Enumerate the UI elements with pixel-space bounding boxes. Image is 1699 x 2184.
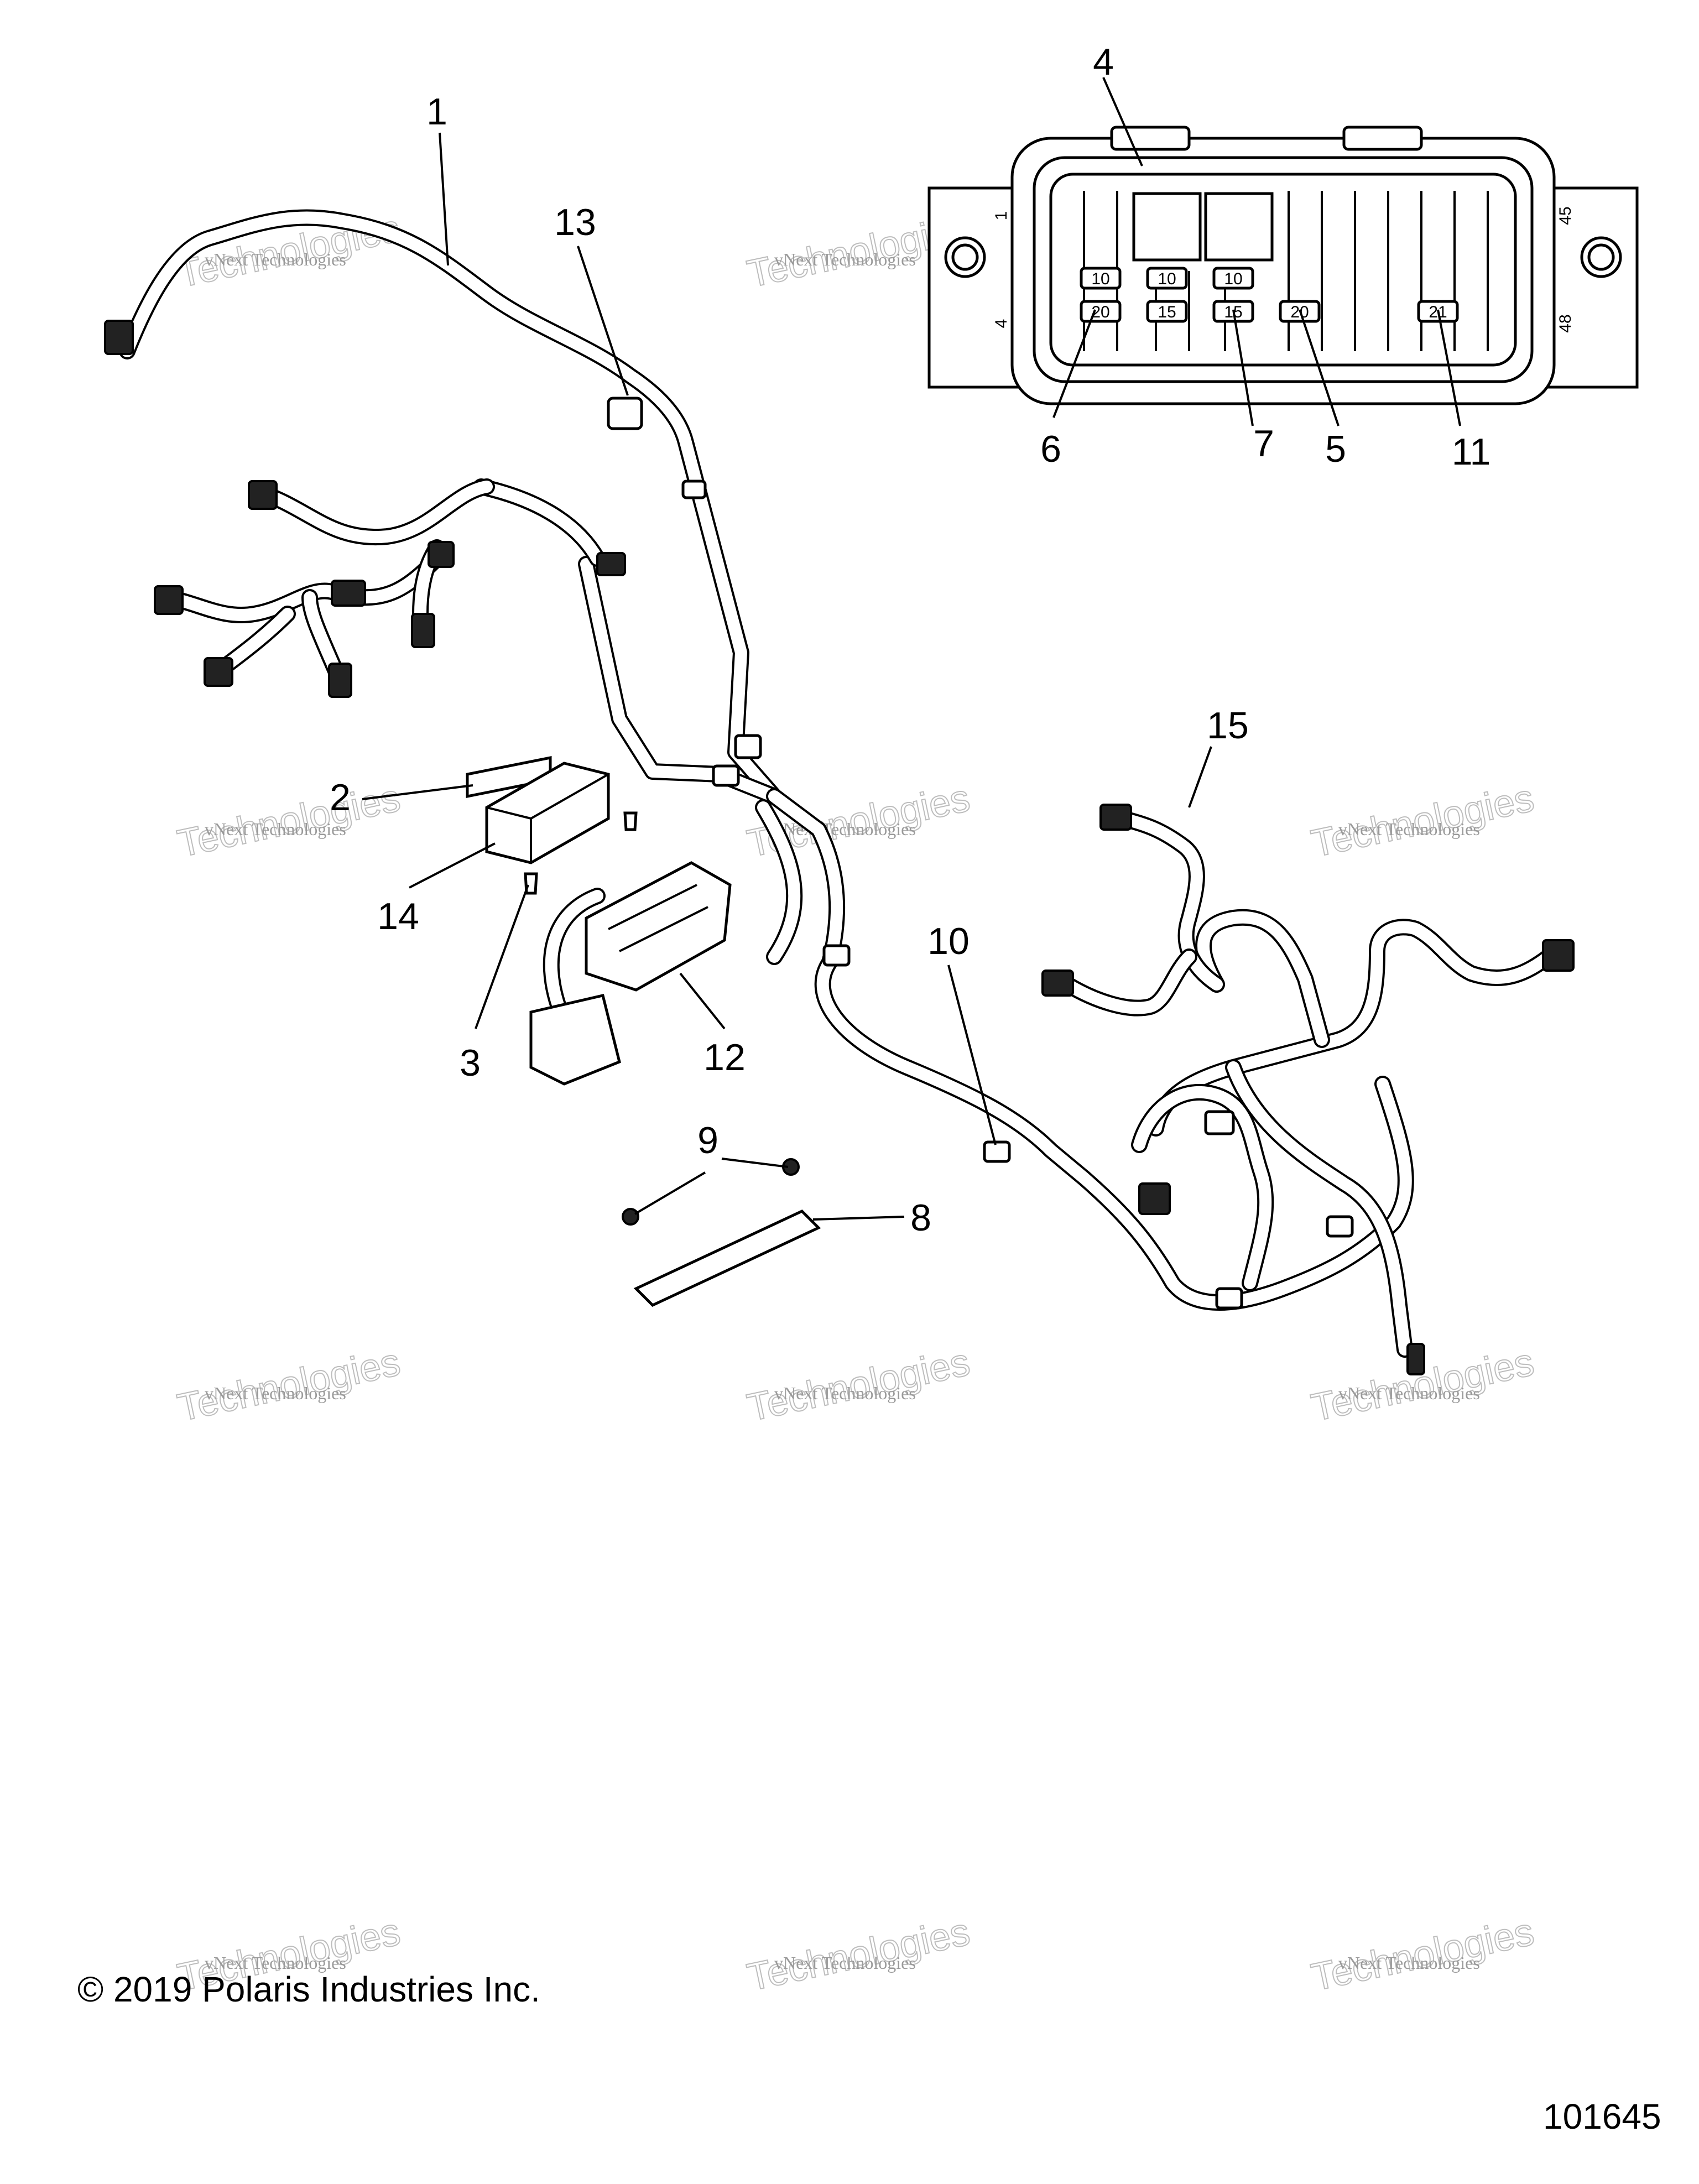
harness-clip [681, 479, 707, 499]
harness-clip-13 [607, 397, 643, 430]
connector [1406, 1343, 1425, 1375]
callout-5: 5 [1325, 428, 1346, 470]
push-pin [622, 1208, 639, 1226]
callout-7: 7 [1253, 423, 1274, 465]
watermark: Technologies vNext Technologies [173, 775, 404, 866]
rear-harness [755, 788, 1575, 1375]
fuse-row-bottom: 20 15 15 20 21 [1080, 300, 1459, 323]
watermark-text: vNext Technologies [774, 249, 916, 269]
ecu-connector [529, 994, 621, 1086]
fuse-rating: 10 [1158, 270, 1176, 288]
fuse-rating: 10 [1224, 270, 1242, 288]
watermark: Technologies vNext Technologies [173, 1339, 404, 1430]
callout-9: 9 [697, 1119, 718, 1161]
fuse-rating: 15 [1158, 303, 1176, 321]
watermark-text: vNext Technologies [1338, 1953, 1480, 1973]
fuse [1146, 300, 1188, 323]
connector [331, 580, 366, 607]
figure-number: 101645 [1543, 2097, 1661, 2136]
latch-left [1110, 126, 1191, 151]
callout-6: 6 [1040, 428, 1061, 470]
connector [1099, 804, 1132, 831]
watermark-text: vNext Technologies [205, 819, 346, 839]
pin-number: 1 [992, 211, 1010, 221]
watermark-text: vNext Technologies [1338, 819, 1480, 839]
connector [104, 320, 134, 355]
mount-hole-right-inner [1587, 243, 1615, 271]
connector [154, 585, 184, 615]
watermark-text: vNext Technologies [774, 1383, 916, 1403]
control-module [485, 762, 610, 864]
harness-clip [1215, 1287, 1243, 1310]
watermark-text: vNext Technologies [774, 1953, 916, 1973]
watermark: Technologies vNext Technologies [1307, 775, 1538, 866]
ecu-bracket [529, 861, 732, 1086]
connector [1041, 969, 1074, 997]
watermark-text: vNext Technologies [1338, 1383, 1480, 1403]
harness-clip [734, 734, 762, 759]
main-harness [104, 209, 783, 805]
harness-clip [712, 764, 740, 787]
callouts: 1 2 3 4 5 6 7 8 9 10 11 12 13 14 15 [330, 41, 1490, 1239]
connector [248, 480, 278, 510]
screw [623, 811, 638, 831]
watermark-text: vNext Technologies [205, 1383, 346, 1403]
callout-12: 12 [703, 1036, 746, 1078]
watermark: Technologies vNext Technologies [1307, 1909, 1538, 1999]
fuse-row-top: 10 10 10 [1080, 267, 1254, 290]
relay-left [1132, 192, 1202, 262]
callout-8: 8 [910, 1197, 931, 1239]
pin-number: 45 [1556, 206, 1575, 225]
callout-11: 11 [1452, 431, 1491, 473]
pin-number: 48 [1556, 314, 1575, 332]
connector [1138, 1182, 1171, 1215]
copyright-notice: © 2019 Polaris Industries Inc. [77, 1969, 540, 2009]
watermark-text: vNext Technologies [205, 1953, 346, 1973]
connector [204, 657, 233, 687]
harness-clip-10 [983, 1140, 1011, 1163]
harness-clip [822, 944, 851, 967]
latch-right [1342, 126, 1423, 151]
callout-10: 10 [927, 920, 970, 962]
connector [1542, 939, 1575, 972]
strap [633, 1209, 821, 1307]
fuse-rating: 10 [1091, 270, 1109, 288]
fuse-box-detail: 10 10 10 20 15 15 20 21 1 4 45 48 [927, 126, 1639, 405]
watermark-group: Technologies vNext Technologies Technolo… [173, 206, 1538, 1999]
connector [596, 552, 626, 576]
fuse [1080, 300, 1122, 323]
mount-hole-left-inner [951, 243, 979, 271]
callout-3: 3 [460, 1042, 481, 1084]
pin-number: 4 [992, 319, 1010, 329]
screw [524, 872, 538, 895]
harness-clip [1326, 1215, 1354, 1238]
callout-1: 1 [426, 91, 447, 133]
callout-14: 14 [377, 895, 419, 937]
watermark-text: vNext Technologies [205, 249, 346, 269]
connector [328, 663, 352, 698]
watermark: Technologies vNext Technologies [743, 1909, 974, 1999]
callout-2: 2 [330, 776, 351, 819]
connector [411, 613, 435, 648]
relay-right [1204, 192, 1274, 262]
callout-4: 4 [1093, 41, 1114, 83]
callout-13: 13 [554, 201, 596, 243]
callout-15: 15 [1207, 705, 1249, 747]
connector [428, 541, 455, 568]
fuse [1212, 267, 1254, 290]
harness-clip [1204, 1110, 1235, 1135]
fuse [1146, 267, 1188, 290]
leader-lines [362, 77, 1461, 1221]
fuse [1080, 267, 1122, 290]
watermark: Technologies vNext Technologies [743, 1339, 974, 1430]
